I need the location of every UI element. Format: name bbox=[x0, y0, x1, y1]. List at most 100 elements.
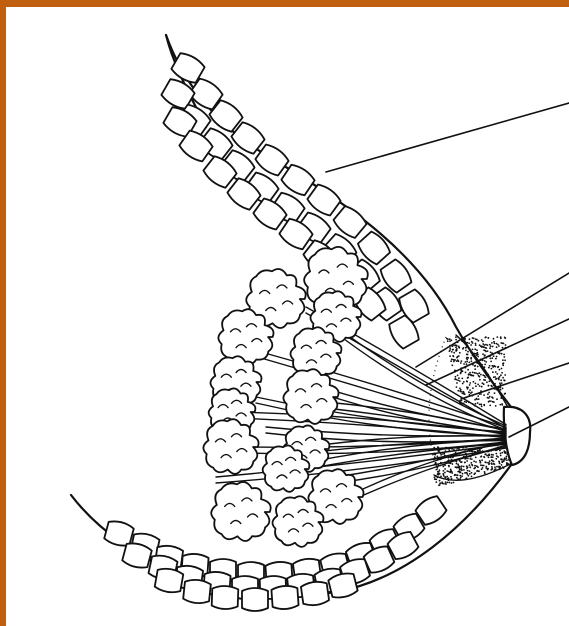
stipple-dot bbox=[461, 475, 463, 477]
stipple-dot bbox=[456, 382, 458, 384]
stipple-dot bbox=[448, 477, 450, 479]
stipple-dot bbox=[449, 338, 451, 340]
stipple-dot bbox=[500, 455, 502, 457]
stipple-dot bbox=[470, 358, 472, 360]
stipple-dot bbox=[459, 380, 461, 382]
stipple-dot bbox=[459, 466, 461, 468]
duct bbox=[216, 444, 506, 477]
stipple-dot bbox=[473, 381, 475, 383]
stipple-dot bbox=[458, 377, 460, 379]
stipple-dot bbox=[487, 393, 489, 395]
stipple-dot bbox=[476, 349, 478, 351]
stipple-dot bbox=[480, 464, 482, 466]
stipple-dot bbox=[503, 356, 505, 358]
stipple-dot bbox=[469, 382, 471, 384]
stipple-dot bbox=[439, 469, 441, 471]
stipple-dot bbox=[467, 475, 469, 477]
stipple-dot bbox=[471, 476, 473, 478]
stipple-dot bbox=[492, 346, 494, 348]
stipple-dot bbox=[448, 466, 450, 468]
stipple-dot bbox=[485, 453, 487, 455]
stipple-dot bbox=[503, 354, 505, 356]
stipple-dot bbox=[446, 476, 448, 478]
fat-cell bbox=[183, 579, 211, 605]
stipple-dot bbox=[482, 341, 484, 343]
stipple-dot bbox=[476, 352, 478, 354]
stipple-dot bbox=[498, 345, 500, 347]
stipple-dot bbox=[457, 356, 459, 358]
fat-cell bbox=[242, 588, 268, 611]
stipple-dot bbox=[448, 449, 450, 451]
stipple-dot bbox=[493, 385, 495, 387]
stipple-dot bbox=[463, 363, 465, 365]
stipple-dot bbox=[470, 344, 472, 346]
stipple-dot bbox=[491, 463, 493, 465]
stipple-dot bbox=[475, 343, 477, 345]
stipple-dot bbox=[477, 366, 479, 368]
stipple-dot bbox=[492, 371, 494, 373]
stipple-dot bbox=[444, 483, 446, 485]
stipple-dot bbox=[494, 376, 496, 378]
stipple-dot bbox=[472, 465, 474, 467]
stipple-dot bbox=[482, 467, 484, 469]
stipple-dot bbox=[472, 375, 474, 377]
stipple-dot bbox=[499, 353, 501, 355]
stipple-dot bbox=[483, 465, 485, 467]
stipple-dot bbox=[484, 471, 486, 473]
stipple-dot bbox=[475, 461, 477, 463]
stipple-dot bbox=[461, 378, 463, 380]
stipple-dot bbox=[488, 367, 490, 369]
stipple-dot bbox=[490, 345, 492, 347]
stipple-dot bbox=[460, 362, 462, 364]
stipple-dot bbox=[463, 466, 465, 468]
stipple-dot bbox=[479, 449, 481, 451]
stipple-dot bbox=[483, 394, 485, 396]
stipple-dot bbox=[473, 468, 475, 470]
stipple-dot bbox=[445, 481, 447, 483]
stipple-dot bbox=[453, 356, 455, 358]
stipple-dot bbox=[467, 377, 469, 379]
stipple-dot bbox=[500, 458, 502, 460]
stipple-dot bbox=[474, 372, 476, 374]
stipple-dot bbox=[490, 358, 492, 360]
stipple-dot bbox=[478, 398, 480, 400]
stipple-dot bbox=[475, 353, 477, 355]
stipple-dot bbox=[500, 342, 502, 344]
stipple-dot bbox=[491, 466, 493, 468]
stipple-dot bbox=[491, 357, 493, 359]
stipple-dot bbox=[480, 345, 482, 347]
stipple-dot bbox=[481, 339, 483, 341]
stipple-dot bbox=[493, 365, 495, 367]
stipple-dot bbox=[443, 475, 445, 477]
stipple-dot bbox=[459, 469, 461, 471]
stipple-dot bbox=[498, 379, 500, 381]
stipple-dot bbox=[449, 347, 451, 349]
stipple-dot bbox=[504, 337, 506, 339]
stipple-dot bbox=[501, 403, 503, 405]
stipple-dot bbox=[479, 379, 481, 381]
stipple-dot bbox=[464, 462, 466, 464]
stipple-dot bbox=[459, 390, 461, 392]
stipple-dot bbox=[477, 356, 479, 358]
stipple-dot bbox=[458, 347, 460, 349]
stipple-dot bbox=[491, 386, 493, 388]
stipple-dot bbox=[450, 469, 452, 471]
stipple-dot bbox=[479, 461, 481, 463]
stipple-dot bbox=[485, 351, 487, 353]
stipple-dot bbox=[508, 464, 510, 466]
stipple-dot bbox=[455, 376, 457, 378]
stipple-dot bbox=[466, 477, 468, 479]
stipple-dot bbox=[481, 406, 483, 408]
stipple-dot bbox=[500, 397, 502, 399]
stipple-dot bbox=[468, 373, 470, 375]
stipple-dot bbox=[469, 372, 471, 374]
stipple-dot bbox=[474, 368, 476, 370]
stipple-dot bbox=[485, 336, 487, 338]
stipple-dot bbox=[461, 461, 463, 463]
stipple-dot bbox=[472, 349, 474, 351]
stipple-dot bbox=[470, 462, 472, 464]
stipple-dot bbox=[502, 359, 504, 361]
figure-canvas bbox=[6, 7, 569, 626]
stipple-dot bbox=[451, 358, 453, 360]
stipple-dot bbox=[480, 403, 482, 405]
